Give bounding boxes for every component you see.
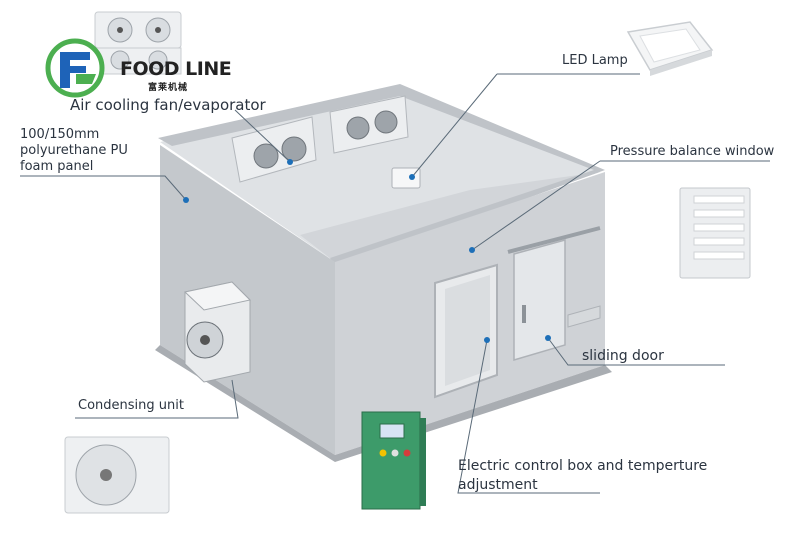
- fan-thumbnail-icon: [94, 11, 182, 75]
- brand-name: FOOD LINE: [120, 58, 232, 80]
- label-led: LED Lamp: [562, 53, 628, 68]
- pressure-window-icon: [679, 187, 751, 279]
- label-pressure: Pressure balance window: [610, 144, 775, 159]
- label-control-2: adjustment: [458, 477, 538, 493]
- label-control-1: Electric control box and temperture: [458, 458, 708, 474]
- led-lamp-icon: [626, 21, 714, 76]
- condensing-unit-icon: [183, 281, 252, 383]
- label-sliding: sliding door: [582, 348, 664, 364]
- leader-dots: [183, 159, 551, 343]
- label-panel-3: foam panel: [20, 159, 94, 174]
- label-panel-2: polyurethane PU: [20, 143, 128, 158]
- fan-unit-icon: [231, 95, 409, 183]
- brand-name-cn: 富莱机械: [148, 83, 189, 93]
- label-condensing: Condensing unit: [78, 398, 184, 413]
- logo-icon: [45, 38, 105, 98]
- condensing-thumb-icon: [64, 436, 170, 514]
- control-box-icon: [361, 411, 426, 510]
- label-panel-1: 100/150mm: [20, 127, 100, 142]
- label-fan: Air cooling fan/evaporator: [70, 96, 266, 114]
- leader-lines: [20, 73, 770, 494]
- led-lamp-fixture: [391, 167, 421, 189]
